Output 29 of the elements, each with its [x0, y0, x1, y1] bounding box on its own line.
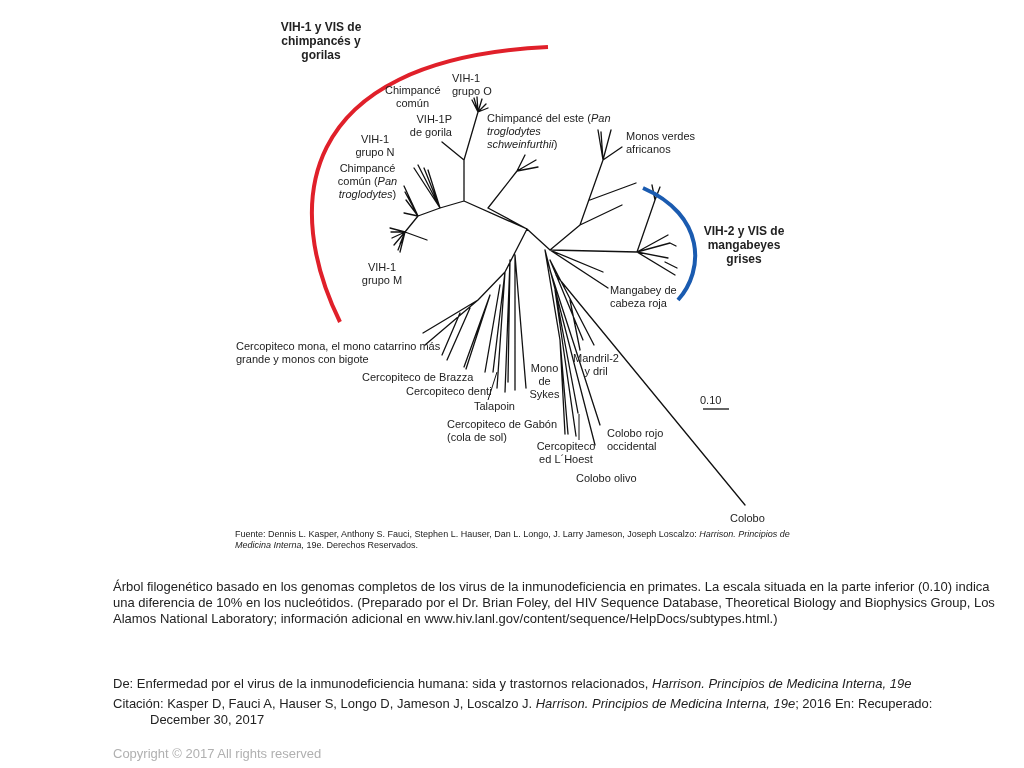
species-label: Cercopiteco mona, el mono catarrino más grande y monos con bigote	[236, 340, 442, 366]
citation-text: Citación: Kasper D, Fauci A, Hauser S, Longo D, Jameson J, Loscalzo J. Harrison. Principios de Medicina Interna, 19e; 2016 En: Recuperado: December 30, 2017	[113, 696, 934, 728]
species-label: Cercopiteco de Brazza	[362, 371, 474, 384]
species-label: Talapoin	[474, 400, 515, 413]
species-label: Monos verdes africanos	[626, 130, 697, 156]
leader-line	[487, 371, 498, 401]
species-label: Cercopiteco de Gabón (cola de sol)	[447, 418, 558, 443]
species-label: Chimpancé común (Pan troglodytes)	[336, 162, 399, 201]
group-heading: VIH-1 y VIS de chimpancés y gorilas	[279, 20, 363, 62]
species-label: Mono de Sykes	[528, 362, 561, 401]
group-heading: VIH-2 y VIS de mangabeyes grises	[702, 224, 786, 266]
species-label: VIH-1 grupo N	[354, 133, 396, 159]
species-label: Colobo rojo occidental	[607, 427, 665, 453]
species-label: VIH-1 grupo O	[452, 72, 493, 98]
species-label: VIH-1P de gorila	[408, 113, 452, 139]
species-label: Mangabey de cabeza roja	[610, 284, 678, 310]
citation-text: De: Enfermedad por el virus de la inmunodeficiencia humana: sida y trastornos relacionados, Harrison. Principios de Medicina Interna, 19e	[113, 676, 913, 692]
source-note: Fuente: Dennis L. Kasper, Anthony S. Fauci, Stephen L. Hauser, Dan L. Longo, J. Larry Jameson, Joseph Loscalzo: Harrison. Principios de Medicina Interna, 19e. Derechos Reservados.	[235, 529, 791, 551]
species-label: Colobo olivo	[576, 472, 637, 485]
leader-line	[578, 413, 580, 441]
copyright-note: Copyright © 2017 All rights reserved	[113, 746, 323, 762]
scale-label: 0.10	[700, 394, 723, 407]
species-label: Chimpancé del este (Pan troglodytes schweinfurthii)	[487, 112, 612, 151]
caption-text: Árbol filogenético basado en los genomas completos de los virus de la inmunodeficiencia en primates. La escala situada en la parte inferior (0.10) indica una diferencia de 10% en los nucleótidos. (Preparado por el Dr. Brian Foley, del HIV Sequence Database, Theoretical Biology and Biophysics Group, Los Alamos National Laboratory; información adicional en www.hiv.lanl.gov/content/sequence/HelpDocs/subtypes.html.)	[113, 579, 996, 627]
species-label: Cercopiteco denti	[406, 385, 492, 398]
species-label: Cercopiteco ed L´Hoest	[535, 440, 597, 466]
species-label: Colobo	[730, 512, 765, 525]
species-label: VIH-1 grupo M	[360, 261, 404, 287]
species-label: Chimpancé común	[385, 84, 440, 110]
